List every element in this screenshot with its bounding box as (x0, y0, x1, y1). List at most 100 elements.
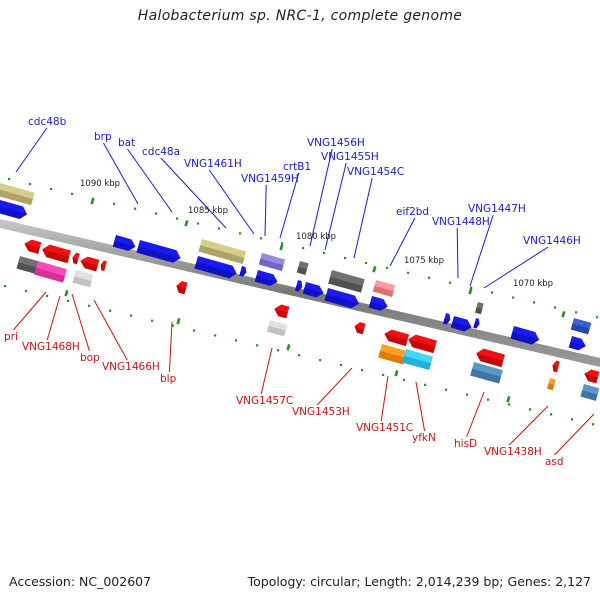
gene-label-bottom[interactable]: asd (545, 456, 564, 468)
gene-feature[interactable] (175, 280, 188, 295)
gene-feature[interactable] (372, 280, 396, 297)
accession-text: Accession: NC_002607 (9, 574, 152, 589)
gene-feature[interactable] (239, 266, 247, 277)
scale-label: 1070 kbp (513, 279, 553, 289)
gene-label-bottom[interactable]: VNG1438H (484, 446, 542, 458)
gene-label-top[interactable]: VNG1448H (432, 216, 490, 228)
gene-label-bottom[interactable]: pri (4, 331, 18, 343)
gene-label-top[interactable]: bat (118, 137, 135, 149)
top-track-dot (71, 192, 74, 196)
gene-feature[interactable] (302, 282, 326, 299)
gene-label-bottom[interactable]: yfkN (412, 432, 436, 444)
gene-feature[interactable] (112, 235, 137, 253)
leader-line (71, 293, 90, 352)
major-tick (394, 370, 399, 377)
gene-shade (402, 355, 432, 371)
gene-feature[interactable] (406, 333, 437, 354)
gene-label-top[interactable]: cdc48b (28, 116, 67, 128)
gene-feature[interactable] (34, 261, 67, 283)
gene-shade (258, 258, 284, 272)
gene-feature[interactable] (273, 303, 290, 319)
gene-feature[interactable] (324, 288, 360, 310)
scale-label: 1075 kbp (404, 256, 444, 266)
gene-feature[interactable] (254, 270, 279, 288)
gene-label-bottom[interactable]: VNG1451C (356, 422, 413, 434)
bottom-track-dot (319, 359, 322, 362)
gene-feature[interactable] (510, 326, 540, 346)
leader-line (466, 391, 485, 438)
gene-feature[interactable] (580, 384, 600, 401)
gene-feature[interactable] (194, 256, 238, 280)
top-track-dot (29, 182, 32, 186)
top-track-dot (575, 311, 578, 314)
gene-shade (266, 325, 286, 337)
gene-feature[interactable] (40, 243, 71, 264)
gene-feature[interactable] (258, 253, 286, 272)
gene-feature[interactable] (474, 347, 505, 368)
gene-feature[interactable] (353, 321, 366, 335)
gene-feature[interactable] (198, 239, 247, 264)
gene-feature[interactable] (470, 362, 503, 384)
gene-label-top[interactable]: brp (94, 131, 112, 143)
gene-shade (295, 285, 303, 292)
gene-feature[interactable] (71, 252, 80, 265)
gene-feature[interactable] (383, 328, 410, 347)
gene-label-top[interactable]: VNG1454C (347, 166, 404, 178)
gene-feature[interactable] (0, 183, 35, 206)
gene-feature[interactable] (450, 316, 474, 333)
gene-feature[interactable] (266, 320, 288, 337)
gene-label-bottom[interactable]: bop (80, 352, 100, 364)
gene-label-top[interactable]: VNG1459H (241, 173, 299, 185)
gene-label-top[interactable]: VNG1446H (523, 235, 581, 247)
gene-feature[interactable] (475, 302, 484, 315)
gene-label-bottom[interactable]: blp (160, 373, 177, 385)
gene-feature[interactable] (79, 255, 100, 272)
gene-feature[interactable] (328, 270, 365, 293)
gene-label-top[interactable]: VNG1456H (307, 137, 365, 149)
gene-shade (176, 285, 187, 295)
gene-label-top[interactable]: VNG1461H (184, 158, 242, 170)
gene-label-top[interactable]: VNG1447H (468, 203, 526, 215)
gene-label-bottom[interactable]: VNG1466H (102, 361, 160, 373)
leader-line (508, 405, 549, 446)
gene-feature[interactable] (402, 349, 433, 371)
gene-feature[interactable] (295, 280, 304, 292)
gene-label-top[interactable]: cdc48a (142, 146, 180, 158)
gene-label-bottom[interactable]: VNG1457C (236, 395, 293, 407)
gene-feature[interactable] (443, 313, 452, 325)
gene-shade (194, 262, 237, 279)
gene-shade (72, 257, 79, 265)
major-tick (90, 198, 95, 205)
gene-feature[interactable] (16, 256, 42, 275)
gene-feature[interactable] (583, 368, 600, 384)
gene-label-top[interactable]: VNG1455H (321, 151, 379, 163)
gene-label-top[interactable]: crtB1 (283, 161, 311, 173)
gene-feature[interactable] (99, 260, 107, 271)
gene-shade (136, 246, 181, 263)
gene-shade (568, 341, 586, 351)
leader-line (260, 347, 273, 395)
gene-feature[interactable] (136, 240, 182, 264)
leader-line (389, 217, 416, 267)
gene-feature[interactable] (0, 200, 29, 221)
gene-label-bottom[interactable]: VNG1468H (22, 341, 80, 353)
leader-line (469, 214, 494, 287)
gene-feature[interactable] (473, 318, 481, 329)
scale-label: 1090 kbp (80, 179, 120, 189)
gene-feature[interactable] (72, 270, 94, 288)
gene-feature[interactable] (296, 261, 309, 275)
gene-feature[interactable] (570, 318, 592, 335)
gene-label-bottom[interactable]: hisD (454, 438, 477, 450)
leader-line (160, 157, 227, 229)
gene-feature[interactable] (378, 344, 408, 365)
gene-shade (570, 323, 590, 335)
gene-feature[interactable] (568, 336, 588, 352)
gene-feature[interactable] (551, 360, 560, 373)
gene-feature[interactable] (547, 378, 556, 391)
gene-label-top[interactable]: eif2bd (396, 206, 429, 218)
gene-label-bottom[interactable]: VNG1453H (292, 406, 350, 418)
gene-feature[interactable] (368, 296, 390, 312)
gene-feature[interactable] (23, 238, 42, 254)
top-track-dot (365, 261, 368, 265)
top-track-dot (239, 232, 242, 235)
